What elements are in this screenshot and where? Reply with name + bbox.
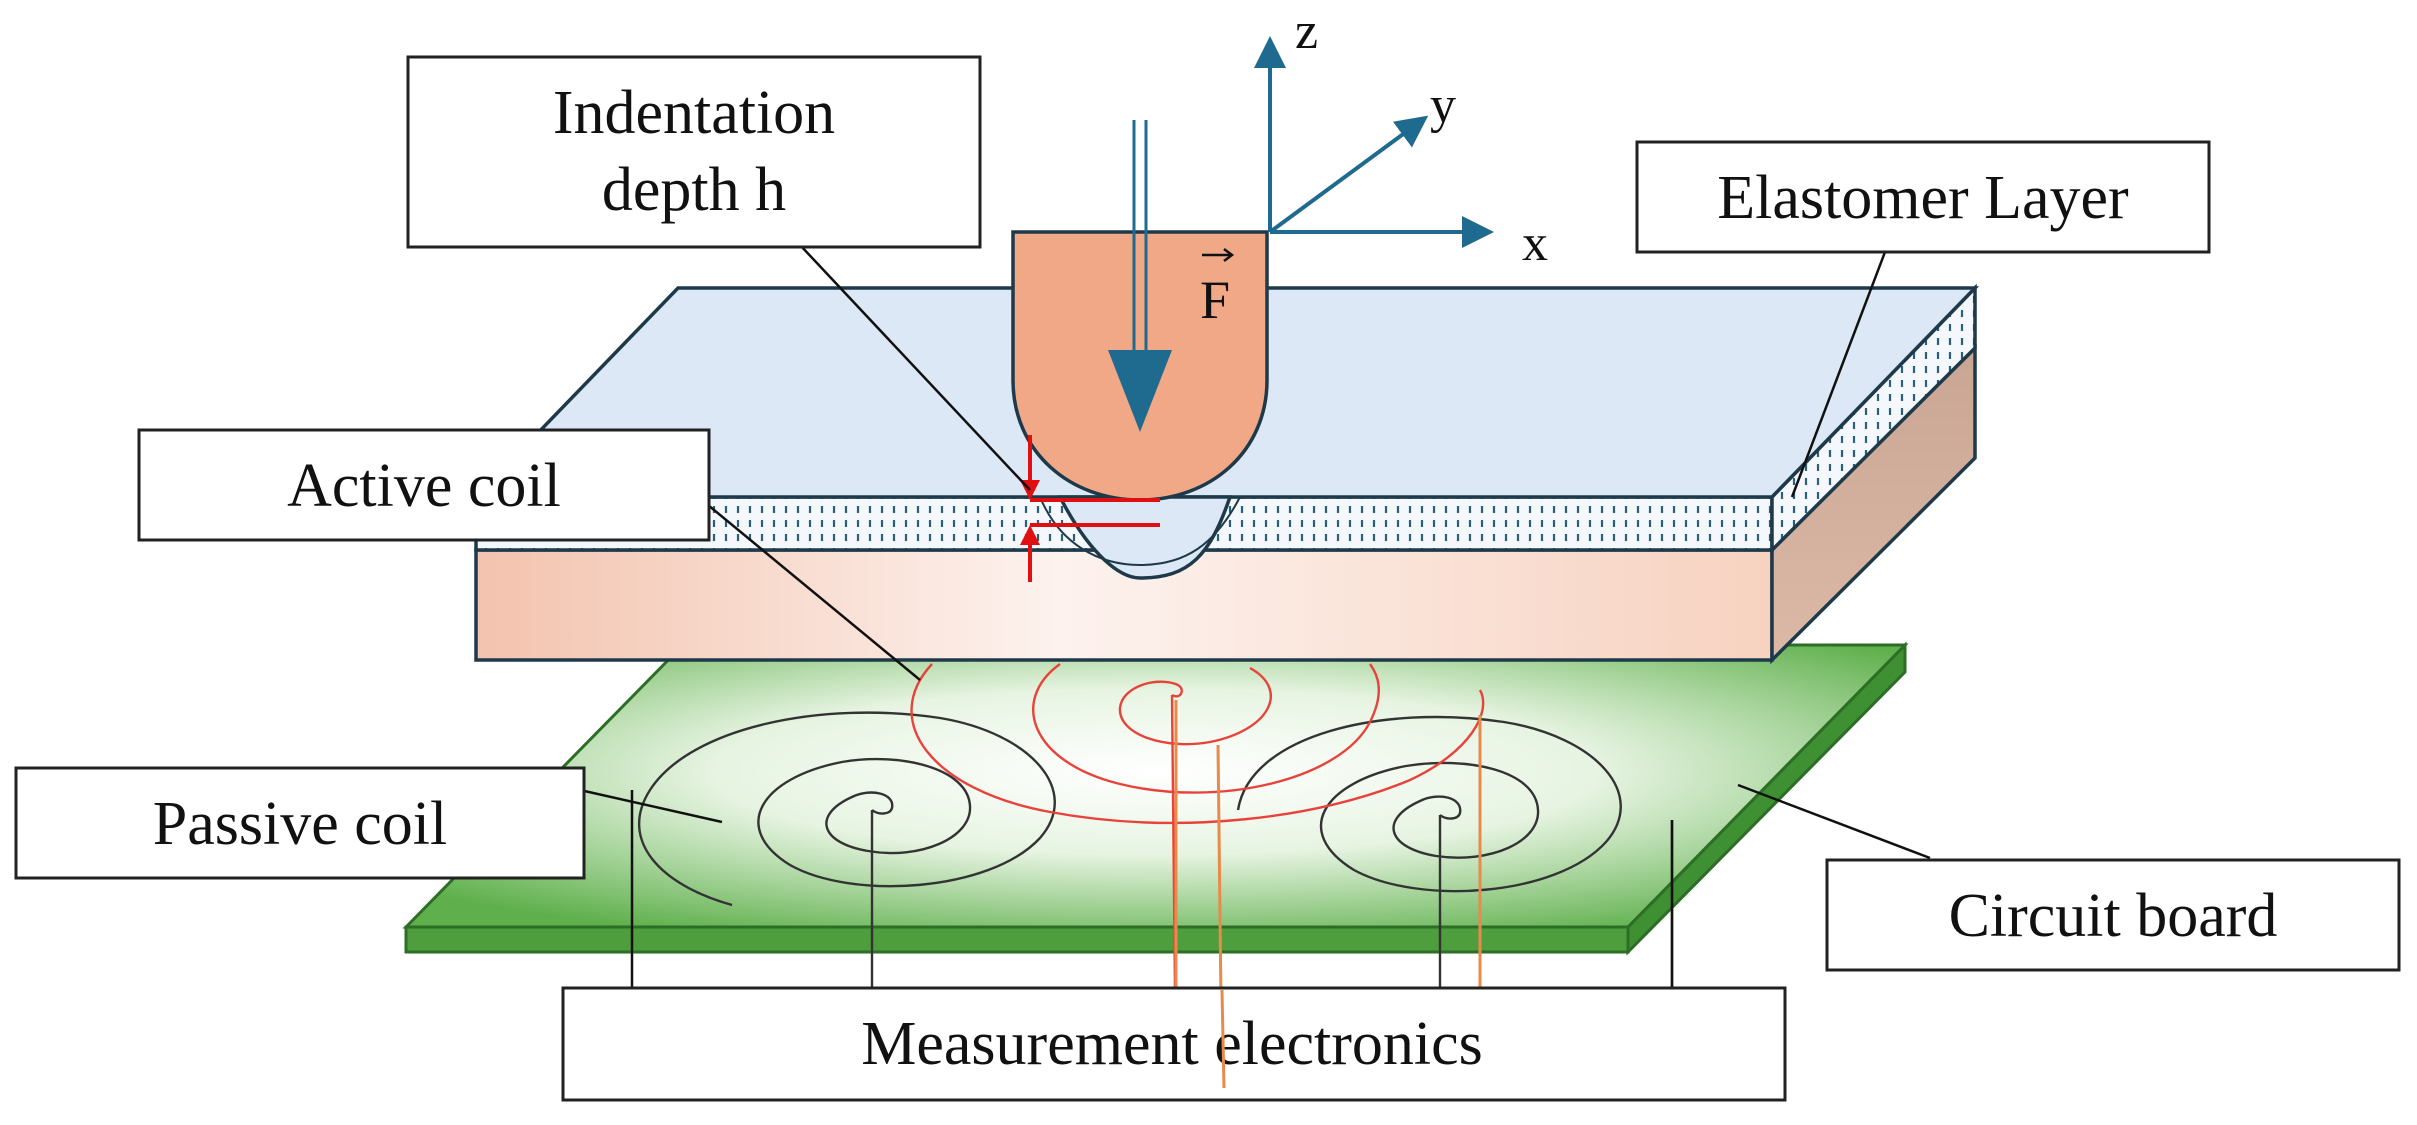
force-label: F <box>1200 270 1230 330</box>
svg-text:Circuit board: Circuit board <box>1949 882 2278 950</box>
circuit-board <box>402 641 1909 956</box>
measurement-wires <box>630 790 1674 990</box>
svg-text:Indentation: Indentation <box>553 79 835 147</box>
label-elastomer-layer: Elastomer Layer <box>1635 140 2211 254</box>
indentation-depth-marker <box>1020 435 1160 582</box>
svg-text:Active coil: Active coil <box>287 452 561 520</box>
svg-text:Passive coil: Passive coil <box>153 790 447 858</box>
label-circuit-board: Circuit board <box>1825 858 2401 972</box>
svg-text:depth h: depth h <box>602 156 786 224</box>
axis-y-label: y <box>1430 77 1456 134</box>
label-passive-coil: Passive coil <box>14 766 586 880</box>
axis-z-label: z <box>1295 3 1318 60</box>
label-active-coil: Active coil <box>137 428 711 542</box>
coordinate-axes <box>1254 36 1494 248</box>
label-indentation-depth: Indentation depth h <box>406 55 982 249</box>
svg-text:Measurement electronics: Measurement electronics <box>861 1010 1482 1078</box>
passive-coil-left <box>637 711 1056 990</box>
force-arrow <box>1108 120 1172 432</box>
lead-overlay <box>1220 989 1226 1089</box>
force-vector-arrow-icon <box>1202 248 1235 262</box>
svg-text:Elastomer Layer: Elastomer Layer <box>1717 164 2129 232</box>
leader-lines <box>579 244 1931 860</box>
label-measurement-electronics: Measurement electronics <box>561 986 1787 1102</box>
axis-x-label: x <box>1522 215 1548 272</box>
